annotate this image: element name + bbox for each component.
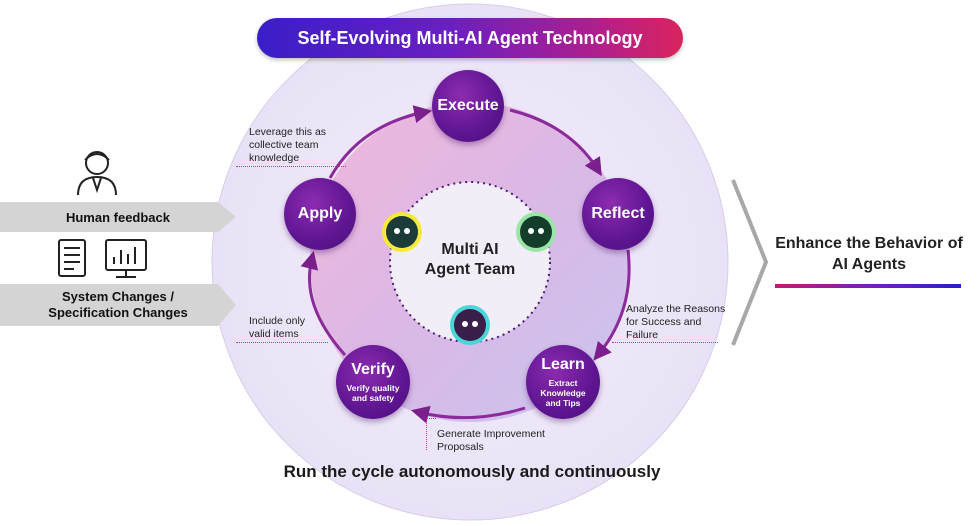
monitor-chart-icon <box>105 239 147 278</box>
node-apply-label: Apply <box>297 205 343 222</box>
note-include: Include only valid items <box>249 315 306 340</box>
note-leverage: Leverage this as collective team knowled… <box>249 126 327 164</box>
chevron-right-icon <box>731 179 769 346</box>
side-underline <box>775 284 961 288</box>
human-feedback-banner: Human feedback <box>0 202 236 232</box>
bottom-caption: Run the cycle autonomously and continuou… <box>283 462 661 481</box>
person-icon <box>77 151 117 196</box>
arrow-verify-apply <box>300 251 347 357</box>
side-title: Enhance the Behavior of AI Agents <box>775 235 963 273</box>
title-text: Self-Evolving Multi-AI Agent Technology <box>297 27 643 48</box>
agent-robot-icon <box>382 212 422 252</box>
node-verify-label: Verify <box>351 361 395 378</box>
system-changes-label: System Changes / Specification Changes <box>48 289 188 320</box>
arrow-learn-verify <box>411 405 526 424</box>
node-execute-label: Execute <box>437 97 499 114</box>
node-apply: Apply <box>284 178 356 250</box>
center-line2: Agent Team <box>424 261 516 278</box>
agent-robot-icon <box>450 305 490 345</box>
center-line1: Multi AI <box>441 241 499 258</box>
system-changes-banner: System Changes / Specification Changes <box>0 284 236 326</box>
title-banner: Self-Evolving Multi-AI Agent Technology <box>257 18 683 58</box>
document-icon <box>58 239 86 277</box>
center-label: Multi AI Agent Team <box>405 240 535 280</box>
node-verify: Verify Verify quality and safety <box>336 345 410 419</box>
agent-robot-icon <box>516 212 556 252</box>
divider <box>612 342 718 343</box>
node-reflect-label: Reflect <box>591 205 645 222</box>
node-reflect: Reflect <box>582 178 654 250</box>
node-verify-sub: Verify quality and safety <box>346 383 400 403</box>
divider <box>426 420 428 450</box>
note-generate: Generate Improvement Proposals <box>437 428 545 453</box>
arrow-execute-reflect <box>509 108 602 177</box>
divider <box>236 166 346 167</box>
arrow-reflect-learn <box>593 249 631 361</box>
human-feedback-label: Human feedback <box>65 209 171 225</box>
node-execute: Execute <box>432 70 504 142</box>
node-learn: Learn Extract Knowledge and Tips <box>526 345 600 419</box>
node-learn-label: Learn <box>541 356 585 373</box>
node-learn-sub: Extract Knowledge and Tips <box>540 378 586 408</box>
divider <box>236 342 328 343</box>
note-analyze: Analyze the Reasons for Success and Fail… <box>626 303 726 341</box>
divider <box>426 418 436 419</box>
center-disc <box>389 181 551 343</box>
